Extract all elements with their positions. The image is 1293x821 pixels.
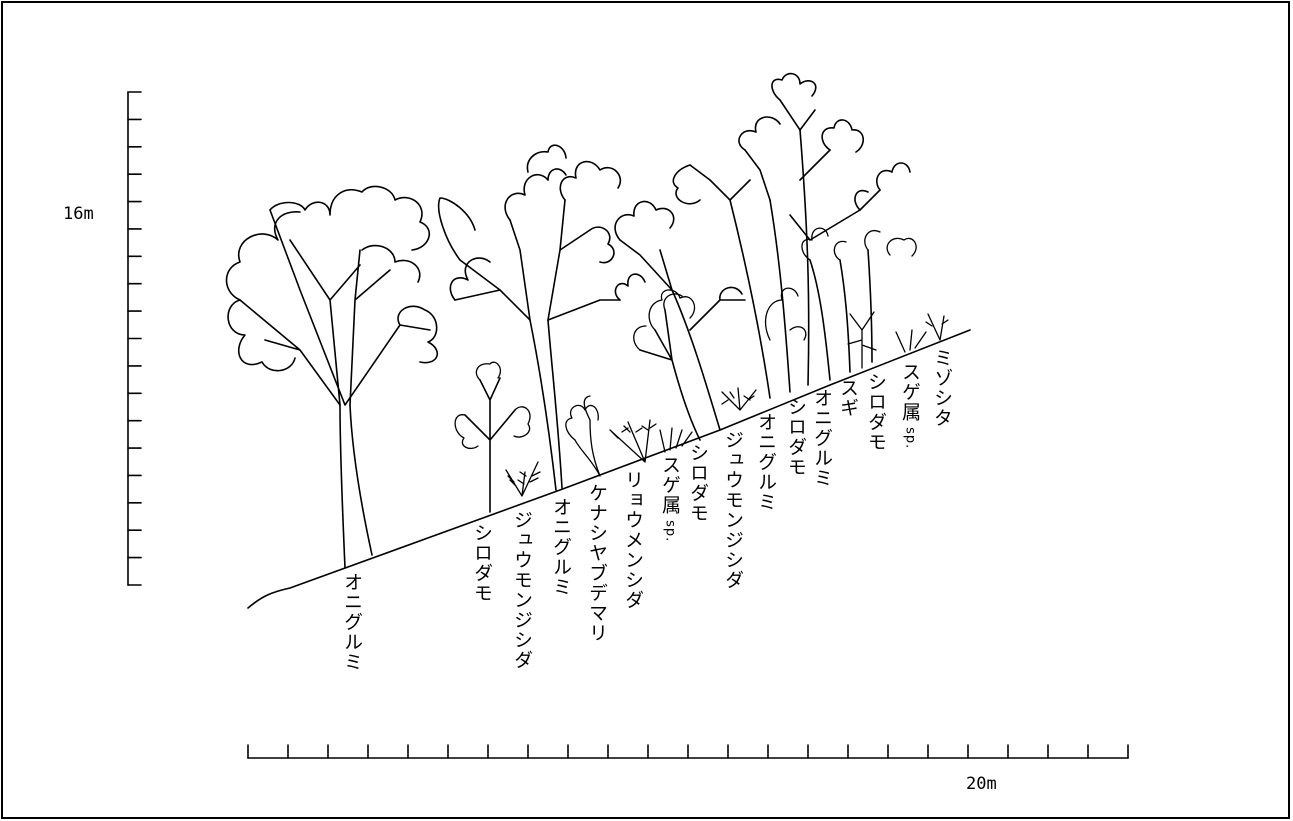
species-label: シロダモ [865,372,887,452]
species-label: オニグルミ [755,412,777,512]
sedge-sugezoku-1 [659,427,693,453]
vertical-scale [127,91,142,586]
species-label: スゲ属 sp. [899,362,921,449]
horizontal-scale-label: 20m [966,774,997,794]
species-label: ジュウモンジシダ [722,430,744,590]
tree-onigurumi-3 [672,72,911,399]
species-label: ジュウモンジシダ [511,510,533,670]
tree-shirodamo-2 [633,289,701,441]
species-label: シロダモ [785,397,807,477]
sedge-sugezoku-2 [895,329,927,353]
tree-sugi [847,311,877,369]
species-label: リョウメンシダ [622,470,644,610]
species-label: オニグルミ [811,388,833,488]
vertical-scale-label: 16m [63,204,94,224]
fern-juumonjishida-2 [721,387,757,411]
fern-juumonjishida-1 [505,461,541,497]
species-label: オニグルミ [341,572,363,672]
species-label: シロダモ [471,523,493,603]
species-labels: オニグルミシロダモジュウモンジシダオニグルミケナシヤブデマリリョウメンシダスゲ属… [341,348,953,672]
tree-shirodamo-3 [614,200,746,431]
ground-line [247,329,971,609]
species-label: スゲ属 sp. [659,455,681,542]
fern-ryoumenshida [609,419,657,463]
species-label: オニグルミ [550,497,572,597]
tree-onigurumi-1 [225,185,439,569]
species-label: スギ [837,378,859,418]
species-label: ミゾシタ [931,348,953,428]
tree-onigurumi-2 [437,144,646,491]
species-label-suffix: sp. [903,422,918,449]
shrub-kenashiyabudemari [565,395,601,477]
species-label-suffix: sp. [663,515,678,542]
species-label: シロダモ [687,443,709,523]
horizontal-scale [247,744,1129,759]
tree-shirodamo-4 [765,227,917,381]
tree-shirodamo-1 [454,361,531,513]
species-label: ケナシヤブデマリ [586,483,608,643]
fern-misoshita [925,313,949,341]
